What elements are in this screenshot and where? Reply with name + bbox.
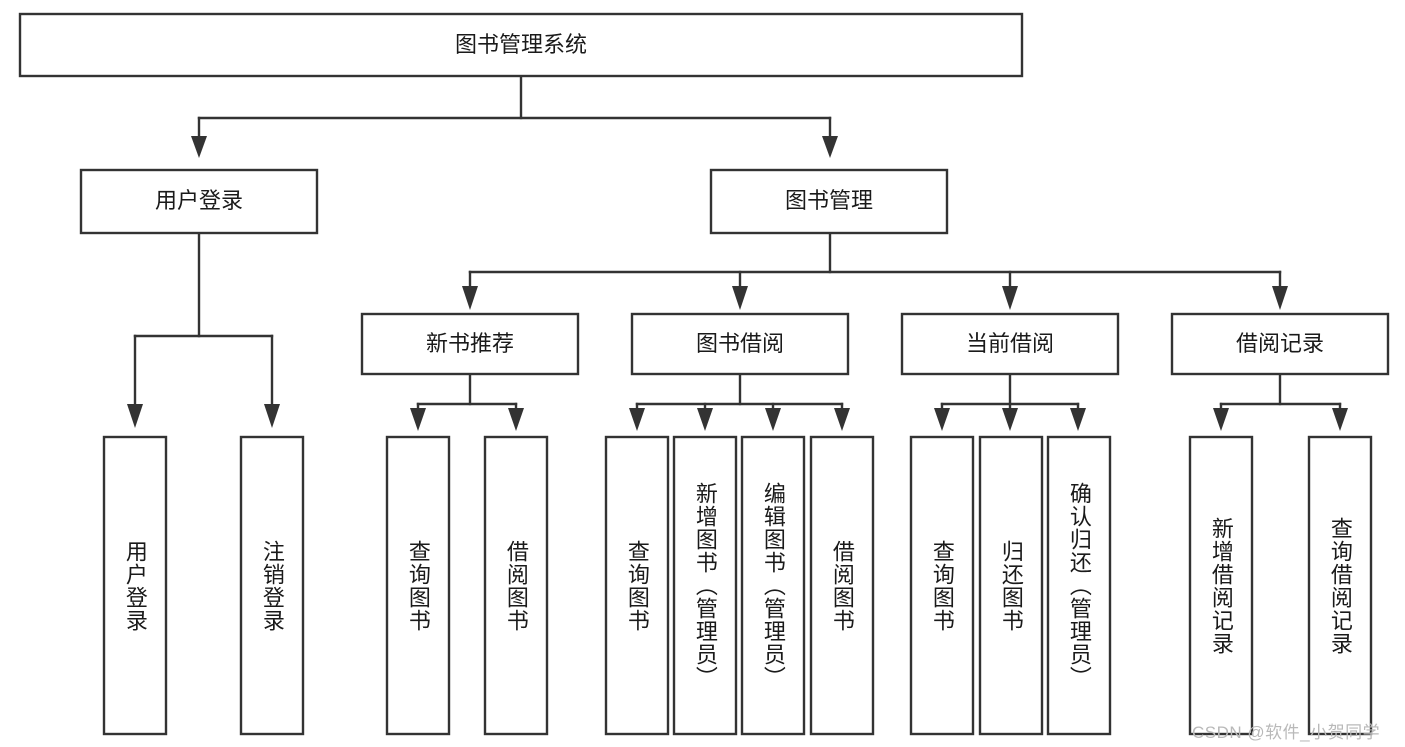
arrow-cb-leaf-1 bbox=[934, 408, 950, 431]
node-box-leaf-borrow-book-1[interactable] bbox=[483, 435, 549, 736]
node-box-leaf-add-book[interactable] bbox=[672, 435, 738, 736]
arrow-nbr-leaf-1 bbox=[410, 408, 426, 431]
node-box-root[interactable] bbox=[18, 12, 1024, 78]
connector-group-book-management bbox=[462, 231, 1288, 310]
node-box-user-login[interactable] bbox=[79, 168, 319, 235]
node-box-current-borrow[interactable] bbox=[900, 312, 1120, 376]
arrow-bm-to-book-borrow bbox=[732, 286, 748, 310]
label-root: 图书管理系统 bbox=[455, 32, 587, 57]
label-book-management: 图书管理 bbox=[785, 188, 873, 213]
node-box-leaf-borrow-book-2[interactable] bbox=[809, 435, 875, 736]
label-borrow-record: 借阅记录 bbox=[1236, 331, 1324, 356]
node-box-leaf-add-record[interactable] bbox=[1188, 435, 1254, 736]
arrow-cb-leaf-3 bbox=[1070, 408, 1086, 431]
arrow-bb-leaf-1 bbox=[629, 408, 645, 431]
node-box-leaf-logout-login[interactable] bbox=[239, 435, 305, 736]
node-box-leaf-query-book-2[interactable] bbox=[604, 435, 670, 736]
label-new-book-recommend: 新书推荐 bbox=[426, 331, 514, 356]
connector-group-new-book-recommend bbox=[410, 372, 524, 431]
connector-group-root bbox=[191, 74, 838, 158]
node-box-leaf-user-login[interactable] bbox=[102, 435, 168, 736]
node-box-book-borrow[interactable] bbox=[630, 312, 850, 376]
node-box-new-book-recommend[interactable] bbox=[360, 312, 580, 376]
arrow-bm-to-new-book-recommend bbox=[462, 286, 478, 310]
connector-group-current-borrow bbox=[934, 372, 1086, 431]
node-box-leaf-query-book-1[interactable] bbox=[385, 435, 451, 736]
node-box-leaf-return-book[interactable] bbox=[978, 435, 1044, 736]
arrow-root-to-user-login bbox=[191, 136, 207, 158]
arrow-bb-leaf-4 bbox=[834, 408, 850, 431]
node-box-book-management[interactable] bbox=[709, 168, 949, 235]
arrow-cb-leaf-2 bbox=[1002, 408, 1018, 431]
node-box-leaf-query-book-3[interactable] bbox=[909, 435, 975, 736]
arrow-bb-leaf-3 bbox=[765, 408, 781, 431]
label-current-borrow: 当前借阅 bbox=[966, 331, 1054, 356]
arrow-user-login-leaf-2 bbox=[264, 404, 280, 428]
arrow-br-leaf-1 bbox=[1213, 408, 1229, 431]
node-box-leaf-edit-book[interactable] bbox=[740, 435, 806, 736]
node-box-borrow-record[interactable] bbox=[1170, 312, 1390, 376]
label-user-login: 用户登录 bbox=[155, 188, 243, 213]
arrow-nbr-leaf-2 bbox=[508, 408, 524, 431]
arrow-bb-leaf-2 bbox=[697, 408, 713, 431]
label-book-borrow: 图书借阅 bbox=[696, 331, 784, 356]
connector-group-book-borrow bbox=[629, 372, 850, 431]
arrow-bm-to-current-borrow bbox=[1002, 286, 1018, 310]
arrow-bm-to-borrow-record bbox=[1272, 286, 1288, 310]
connector-group-user-login bbox=[127, 231, 280, 428]
arrow-br-leaf-2 bbox=[1332, 408, 1348, 431]
csdn-watermark: CSDN @软件_小贺同学 bbox=[1192, 723, 1381, 742]
connector-group-borrow-record bbox=[1213, 372, 1348, 431]
arrow-root-to-book-management bbox=[822, 136, 838, 158]
node-box-leaf-query-record[interactable] bbox=[1307, 435, 1373, 736]
arrow-user-login-leaf-1 bbox=[127, 404, 143, 428]
node-box-leaf-confirm-return[interactable] bbox=[1046, 435, 1112, 736]
